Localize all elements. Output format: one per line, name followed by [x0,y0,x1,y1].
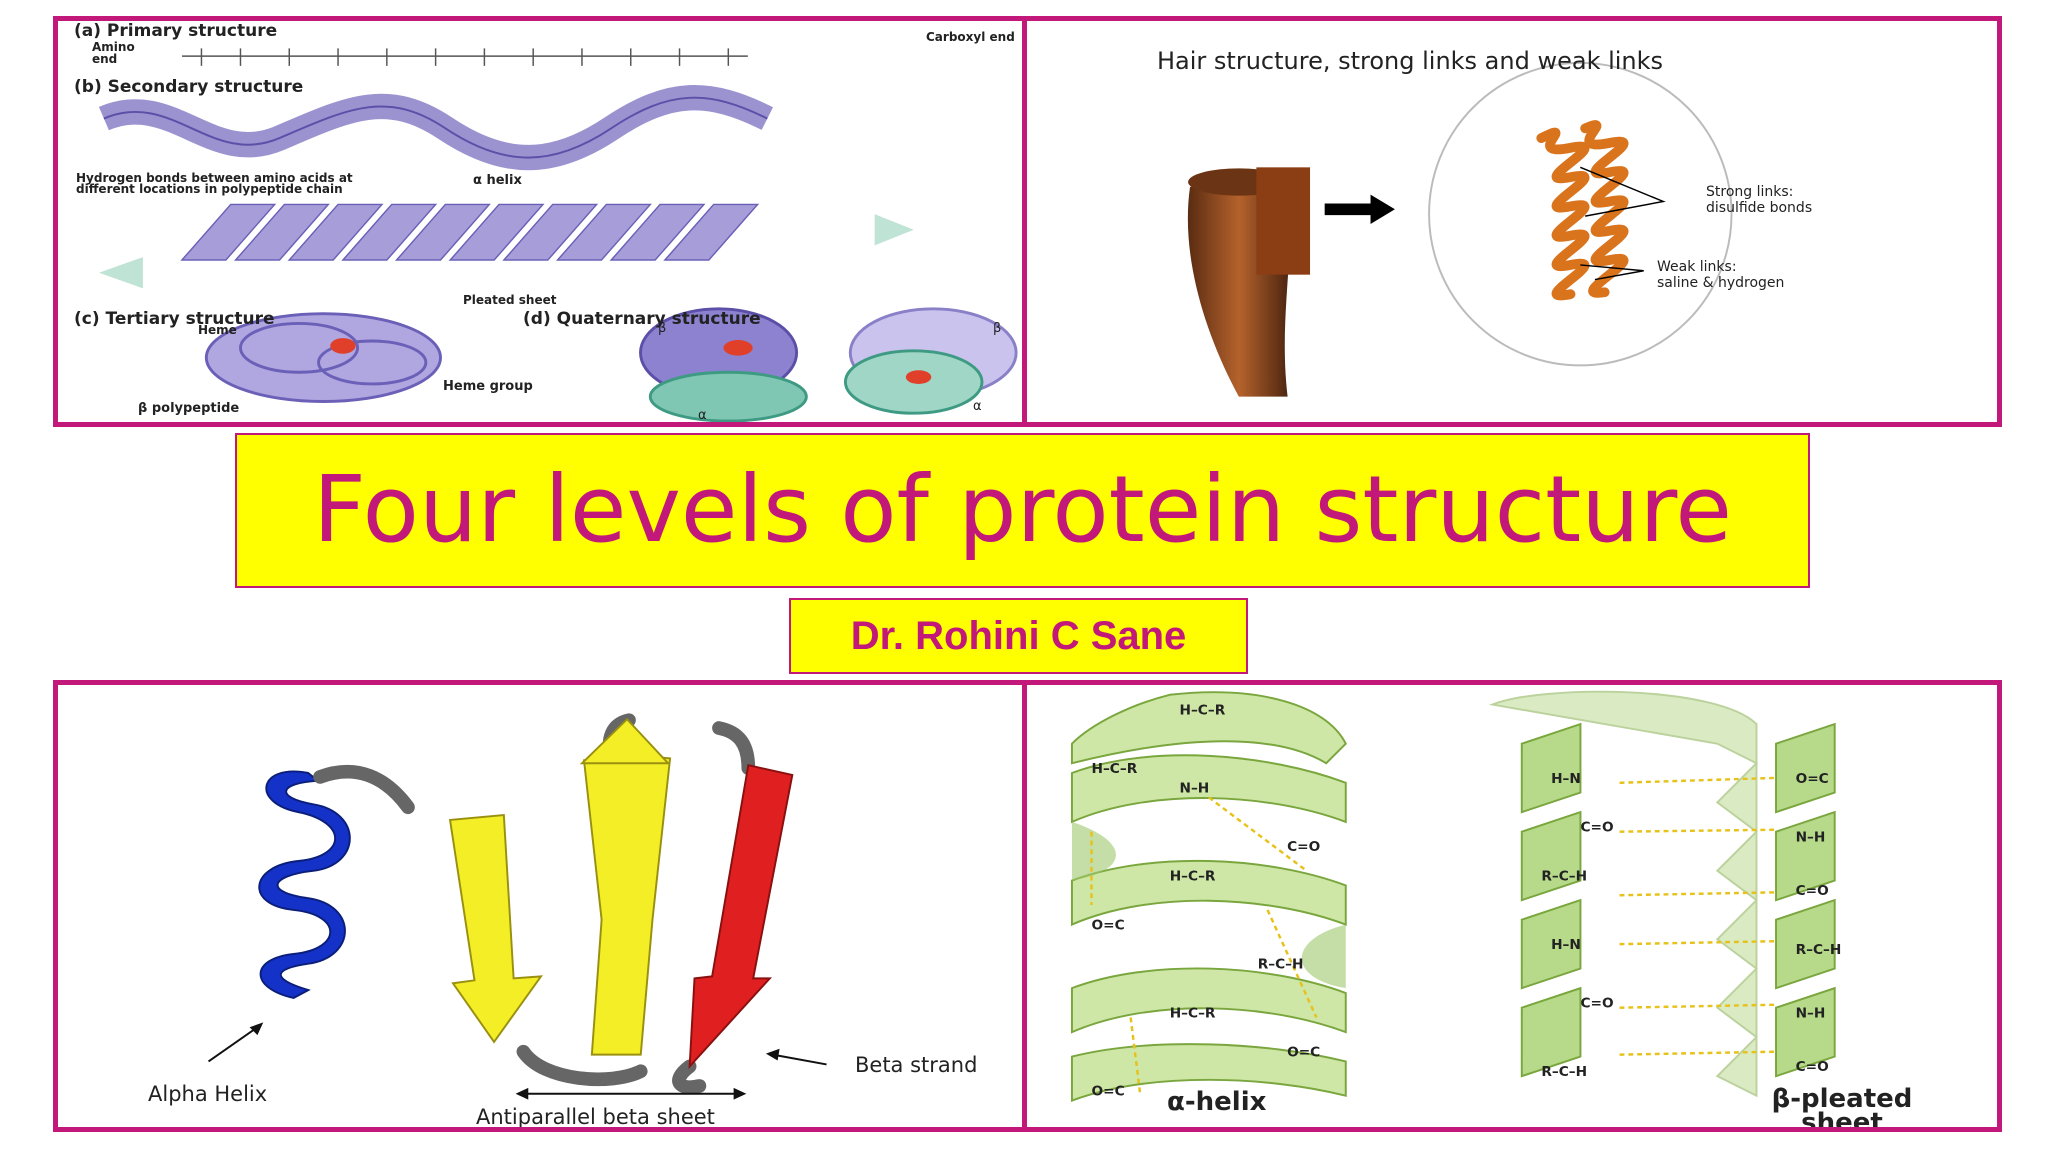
svg-text:N–H: N–H [1796,829,1826,845]
heme-group-label: Heme group [443,379,533,394]
protein-levels-illustration [98,48,1018,422]
svg-text:R–C–H: R–C–H [1796,942,1842,958]
beta-strand-label: Beta strand [855,1053,978,1077]
alpha-helix-label: α helix [473,173,522,188]
alpha-subunit-label-2: α [973,399,982,414]
svg-text:H–N: H–N [1551,937,1581,953]
chem-alpha-helix-label: α-helix [1167,1087,1267,1117]
antiparallel-sheet-label: Antiparallel beta sheet [476,1105,715,1129]
amino-end-label: Amino end [92,40,135,66]
tertiary-structure-label: (c) Tertiary structure [74,309,275,329]
strong-links-detail: disulfide bonds [1706,200,1813,216]
title-banner: Four levels of protein structure [235,433,1810,588]
chem-beta-sheet-label: β-pleated sheet [1771,1084,1913,1132]
svg-text:O=C: O=C [1287,1045,1320,1061]
ribbon-model-panel: Alpha Helix Beta strand Antiparallel bet… [53,680,1028,1132]
svg-text:C=O: C=O [1580,996,1613,1012]
svg-text:H–N: H–N [1551,771,1581,787]
protein-levels-panel: (a) Primary structure Amino end Carboxyl… [53,16,1028,427]
svg-text:H–C–R: H–C–R [1170,869,1216,885]
beta-subunit-label-1: β [658,321,667,336]
secondary-structure-label: (b) Secondary structure [74,77,304,97]
svg-text:O=C: O=C [1796,771,1829,787]
alpha-helix-ribbon-label: Alpha Helix [148,1082,268,1106]
svg-text:R–C–H: R–C–H [1541,1064,1587,1080]
svg-text:R–C–H: R–C–H [1258,957,1304,973]
pleated-sheet-label: Pleated sheet [463,293,557,307]
carboxyl-end-label: Carboxyl end [926,30,1015,44]
author-name: Dr. Rohini C Sane [850,614,1187,658]
chemical-structure-panel: H–C–R H–C–R N–H C=O H–C–R O=C R–C–H H–C–… [1022,680,2002,1132]
svg-text:H–C–R: H–C–R [1180,702,1226,718]
alpha-subunit-label-1: α [698,408,707,423]
chemical-structure-illustration: H–C–R H–C–R N–H C=O H–C–R O=C R–C–H H–C–… [1070,690,1842,1103]
hair-structure-illustration [1187,61,1733,397]
weak-links-label: Weak links: [1657,259,1737,275]
hair-panel-title: Hair structure, strong links and weak li… [1157,47,1664,75]
svg-text:C=O: C=O [1580,820,1613,836]
svg-text:H–C–R: H–C–R [1170,1005,1216,1021]
svg-text:O=C: O=C [1092,1084,1125,1100]
hair-structure-panel: Hair structure, strong links and weak li… [1022,16,2002,427]
svg-text:N–H: N–H [1180,781,1210,797]
beta-polypeptide-label: β polypeptide [138,401,240,416]
primary-structure-label: (a) Primary structure [74,21,278,41]
svg-text:C=O: C=O [1287,839,1320,855]
svg-text:C=O: C=O [1796,883,1829,899]
weak-links-detail: saline & hydrogen [1657,275,1785,291]
svg-text:O=C: O=C [1092,917,1125,933]
svg-text:C=O: C=O [1796,1059,1829,1075]
heme-label: Heme [198,323,237,337]
quaternary-structure-label: (d) Quaternary structure [523,309,761,329]
svg-text:N–H: N–H [1796,1005,1826,1021]
page-title: Four levels of protein structure [313,456,1732,563]
hydrogen-bond-note: Hydrogen bonds between amino acids at di… [76,171,353,196]
author-banner: Dr. Rohini C Sane [789,598,1248,674]
ribbon-model-illustration [207,713,827,1100]
svg-text:R–C–H: R–C–H [1541,869,1587,885]
strong-links-label: Strong links: [1706,184,1794,200]
beta-subunit-label-2: β [993,321,1002,336]
svg-text:H–C–R: H–C–R [1092,761,1138,777]
